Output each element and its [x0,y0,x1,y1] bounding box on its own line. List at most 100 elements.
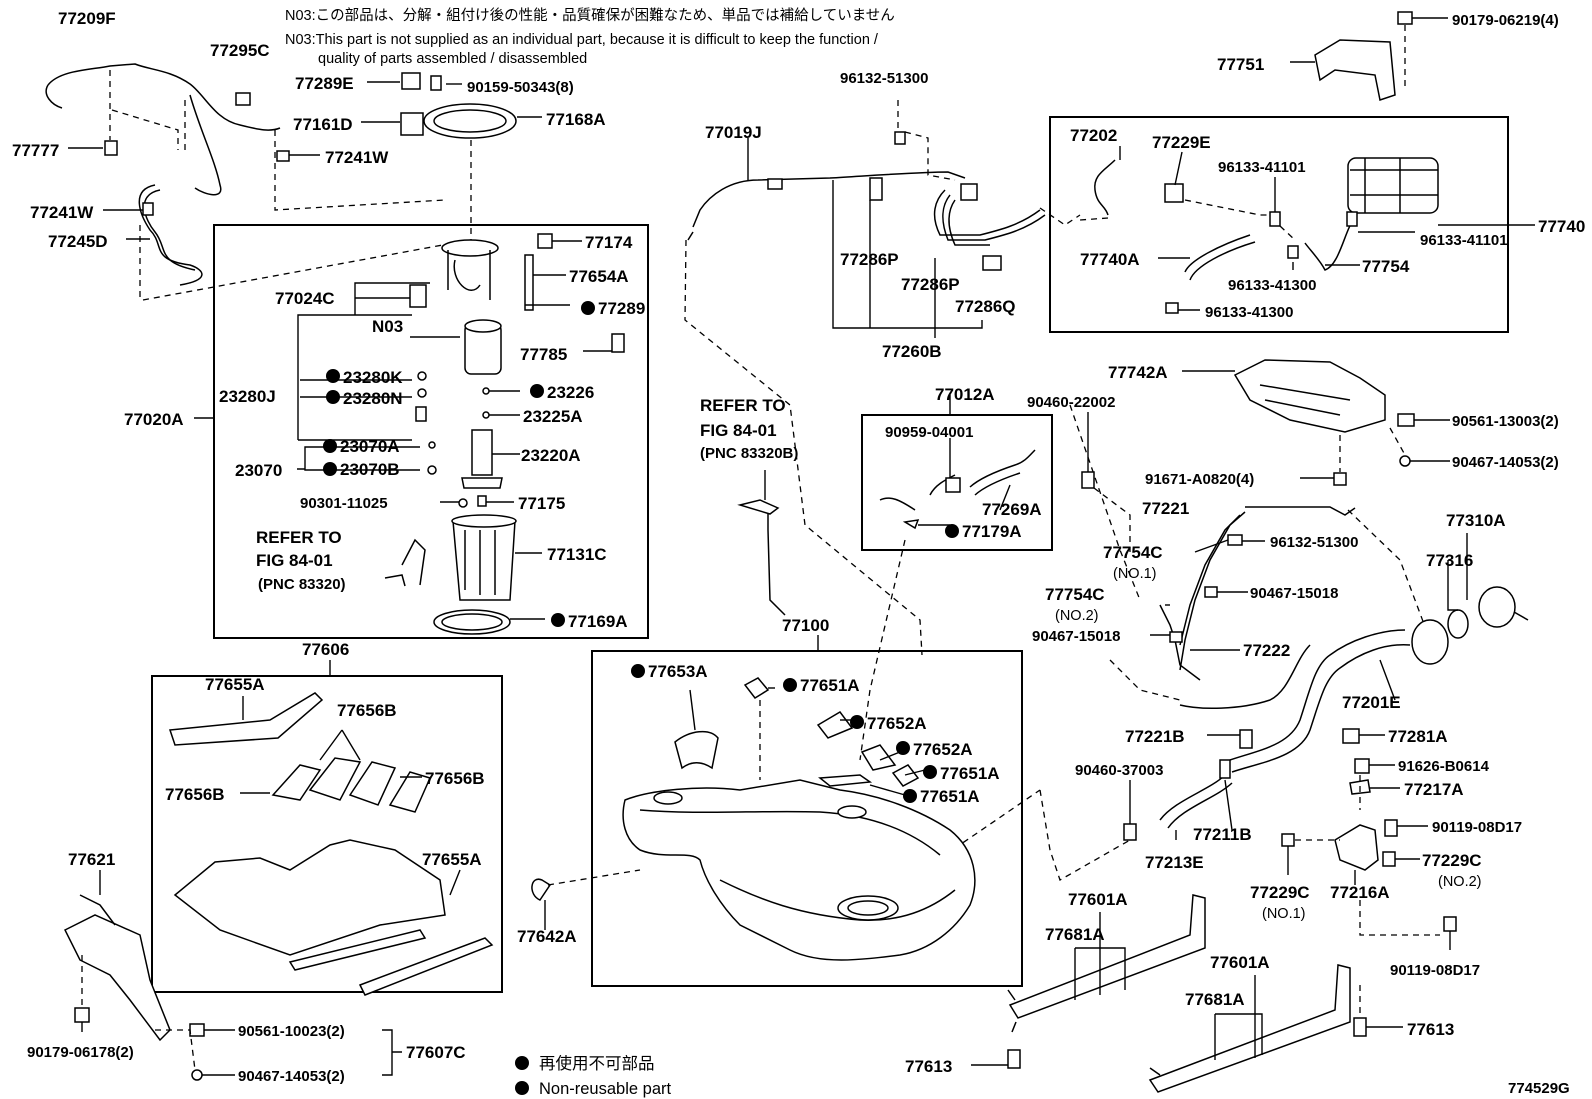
part-label: 77289E [295,74,354,93]
part-labels: 77209F 77295C 77289E 90159-50343(8) 7716… [12,9,1585,1097]
legend-text-en: Non-reusable part [539,1080,671,1098]
protector-main-cover [173,839,446,956]
part-note: (NO.1) [1113,566,1157,582]
part-label: 77213E [1145,853,1204,872]
link-dash [897,100,956,181]
part-label: 77175 [518,494,565,513]
part-label: 77286Q [955,297,1016,316]
part-label: 77651A [920,787,980,806]
part-label: 77601A [1068,890,1128,909]
part-label: 90467-14053(2) [238,1068,345,1085]
gasket-ring-77168a [423,103,517,139]
non-reusable-marker-icon [581,301,595,315]
part-label: 77209F [58,9,116,28]
part-label: 77751 [1217,55,1264,74]
non-reusable-marker-icon [923,765,937,779]
lower-right-leaders [1129,734,1451,950]
part-label: 77652A [913,740,973,759]
protector-77655a-strip-a [288,929,427,971]
hose-77213e [1159,774,1233,829]
protector-leaders [240,660,461,896]
part-label: 77681A [1045,925,1105,944]
part-label: 77656B [165,785,225,804]
clip-90467-15018-b [1169,631,1183,643]
part-label: 23280J [219,387,276,406]
ref-label: (PNC 83320B) [700,445,798,462]
filler-pipe-77201e-b [1231,644,1411,773]
part-label: 77613 [905,1057,952,1076]
pump-cup-top [451,514,517,528]
non-reusable-marker-icon [530,384,544,398]
tube-bundle-a [933,189,1041,236]
part-label: 90467-14053(2) [1452,454,1559,471]
part-label: 77754C [1045,585,1105,604]
washer-90301 [458,498,468,508]
part-label: 77754C [1103,543,1163,562]
part-label: 77621 [68,850,115,869]
non-reusable-marker-icon [896,741,910,755]
protector-77656b-2 [308,757,362,801]
part-label: 23225A [523,407,583,426]
clip-77175 [477,495,487,507]
part-label: 77269A [982,500,1042,519]
bolt-90119-08d17 [1384,819,1398,837]
part-label: 77613 [1407,1020,1454,1039]
bracket-77229e [1164,183,1184,203]
spring-77654a [524,254,534,311]
link-dash [944,789,1041,856]
clamp-77211b [1219,759,1231,779]
pump-cup-77131c [452,520,516,601]
link-dash [1039,789,1131,881]
part-label: 77654A [569,267,629,286]
part-label: 90301-11025 [300,495,388,512]
link-dash [1079,199,1296,241]
part-label: 77651A [800,676,860,695]
part-label: 77100 [782,616,829,635]
part-label: 23280K [343,368,403,387]
pump-base [461,477,503,489]
strap-leaders [971,912,1403,1066]
pad-77651a-c [818,774,873,787]
part-label: 96133-41101 [1420,232,1508,249]
bolt-91671-a0820 [1333,472,1347,486]
ref-label: FIG 84-01 [256,551,333,570]
pad-77653a [674,730,719,770]
part-label: 90460-22002 [1027,394,1115,411]
part-label: 77131C [547,545,607,564]
non-reusable-marker-icon [945,524,959,538]
fuel-tank-77100 [622,779,976,961]
sender-gauge-ref [384,538,426,587]
part-label: 77024C [275,289,335,308]
clip-90959-04001 [945,477,961,493]
part-label: 77012A [935,385,995,404]
link-dash [81,955,196,1071]
bolt-90159-50343 [430,75,442,91]
non-reusable-marker-icon [323,439,337,453]
part-label: 23226 [547,383,594,402]
charcoal-canister-77740 [1347,157,1439,214]
clip-77179a [902,519,920,530]
link-dash [1339,427,1406,472]
link-dash [142,239,471,301]
pressure-regulator-23280j [415,406,427,422]
protector-77656b-1 [271,764,322,801]
tube-bundle-b [942,194,1046,241]
link-dash [111,109,179,150]
part-label: 77652A [867,714,927,733]
nut-90561-10023 [189,1023,205,1037]
part-note: (NO.2) [1055,608,1099,624]
part-label: 90561-10023(2) [238,1023,345,1040]
protector-77656b-3 [348,761,397,806]
note-n03-english-line1: N03:This part is not supplied as an indi… [285,32,879,48]
part-label: 77229E [1152,133,1211,152]
clamp-77286q [982,255,1002,271]
bolt-90119-08d17-b [1443,916,1457,932]
part-label: 77681A [1185,990,1245,1009]
clip-96132-51300-b [1227,534,1243,546]
protector-77655a-strip-b [358,937,494,996]
part-label: 77656B [337,701,397,720]
non-reusable-marker-icon [515,1081,529,1095]
clip-77642a [531,878,552,901]
leader [1379,659,1396,701]
part-label: 77221B [1125,727,1185,746]
